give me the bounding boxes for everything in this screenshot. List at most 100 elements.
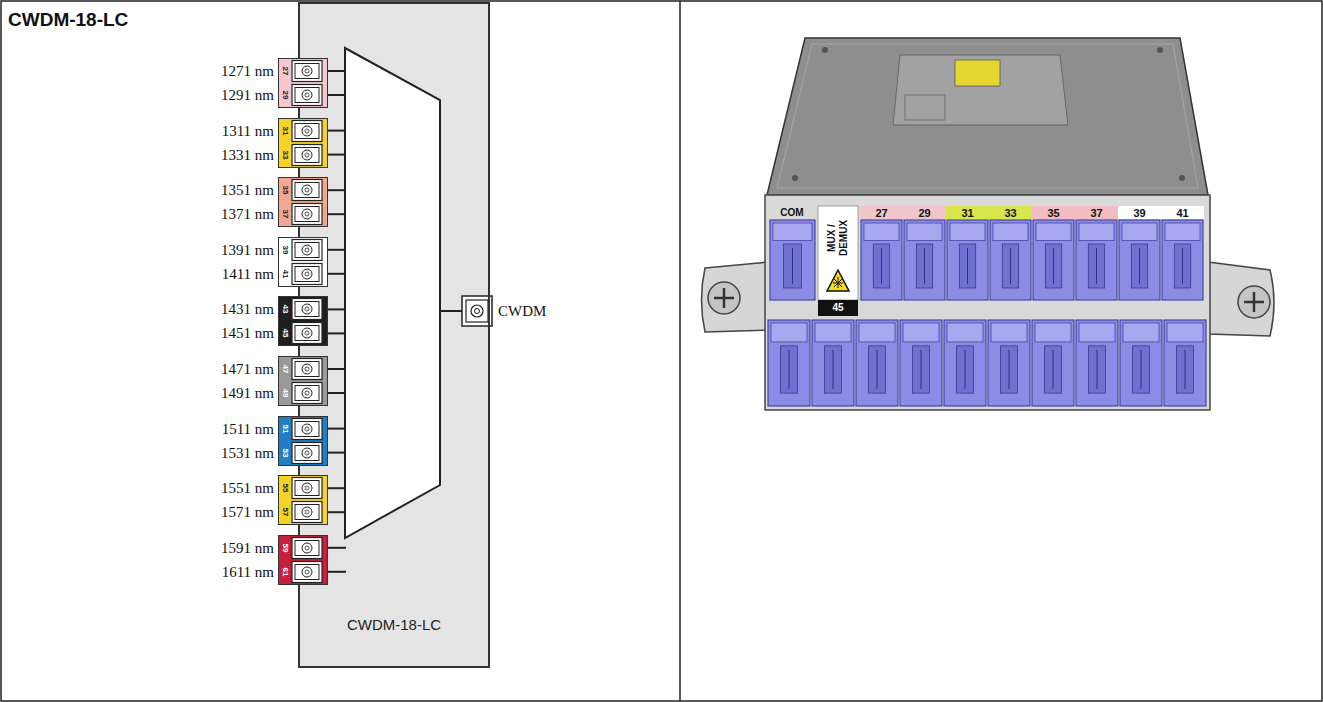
channel-number: 41 bbox=[280, 269, 289, 278]
lc-port bbox=[904, 220, 945, 300]
lc-bore bbox=[1131, 244, 1147, 288]
channel-number: 27 bbox=[280, 67, 289, 76]
lc-port bbox=[1119, 220, 1160, 300]
lc-latch bbox=[859, 323, 895, 342]
lc-latch bbox=[993, 223, 1028, 241]
lc-slot bbox=[921, 350, 922, 389]
lc-slot bbox=[1182, 248, 1183, 284]
lc-port bbox=[1120, 320, 1162, 406]
lc-bore bbox=[1002, 244, 1018, 288]
lc-bore bbox=[781, 346, 798, 393]
lc-slot bbox=[1141, 350, 1142, 389]
fiber-line bbox=[326, 511, 346, 513]
channel-number: 53 bbox=[280, 448, 289, 457]
lc-latch bbox=[1079, 223, 1114, 241]
lc-slot bbox=[1053, 350, 1054, 389]
lc-bore bbox=[959, 244, 975, 288]
lc-latch bbox=[815, 323, 851, 342]
lc-port bbox=[861, 220, 902, 300]
lc-slot bbox=[965, 350, 966, 389]
port-pair-block: 3133 bbox=[278, 118, 328, 168]
mux-trapezoid bbox=[345, 48, 440, 538]
lc-slot bbox=[877, 350, 878, 389]
lc-port bbox=[1033, 220, 1074, 300]
diagram-title: CWDM-18-LC bbox=[8, 9, 128, 31]
lc-latch bbox=[773, 223, 812, 241]
common-fiber bbox=[440, 310, 464, 312]
channel-number: 43 bbox=[280, 305, 289, 314]
wavelength-label: 1551 nm bbox=[221, 480, 274, 497]
wavelength-label: 1371 nm bbox=[221, 206, 274, 223]
lc-latch bbox=[1122, 223, 1157, 241]
cwdm-port bbox=[462, 296, 492, 326]
lc-slot bbox=[833, 350, 834, 389]
channel-number: 45 bbox=[832, 302, 843, 314]
fiber-lines bbox=[326, 71, 346, 572]
channel-number: 39 bbox=[1133, 207, 1145, 220]
fiber-line bbox=[326, 154, 346, 156]
fiber-line bbox=[326, 130, 346, 132]
channel-number: 49 bbox=[280, 389, 289, 398]
port-pair-block: 4749 bbox=[278, 356, 328, 406]
lc-port-icons bbox=[291, 536, 327, 584]
wavelength-label: 1351 nm bbox=[221, 182, 274, 199]
lc-latch bbox=[1167, 323, 1203, 342]
lc-bore bbox=[913, 346, 930, 393]
lc-slot bbox=[789, 350, 790, 389]
mux-demux-label: MUX / DEMUX bbox=[826, 218, 850, 258]
port-pair-block: 39 41 bbox=[278, 237, 328, 287]
channel-number: 29 bbox=[280, 91, 289, 100]
fiber-line bbox=[326, 308, 346, 310]
lc-bore bbox=[784, 244, 802, 288]
fiber-line bbox=[326, 392, 346, 394]
lc-port-icons bbox=[291, 297, 327, 345]
wavelength-label: 1491 nm bbox=[221, 385, 274, 402]
fiber-line bbox=[326, 571, 346, 573]
lc-bore bbox=[1088, 244, 1104, 288]
fiber-line bbox=[326, 368, 346, 370]
fiber-line bbox=[326, 332, 346, 334]
wavelength-label: 1591 nm bbox=[221, 539, 274, 556]
wavelength-label: 1411 nm bbox=[222, 265, 274, 282]
lc-port-icons bbox=[291, 178, 327, 226]
lc-port-icons bbox=[291, 417, 327, 465]
lc-latch bbox=[771, 323, 807, 342]
lc-slot bbox=[1185, 350, 1186, 389]
wavelength-label: 1571 nm bbox=[221, 504, 274, 521]
lc-slot bbox=[1096, 248, 1097, 284]
channel-number: 57 bbox=[280, 508, 289, 517]
lc-bore bbox=[957, 346, 974, 393]
lc-slot bbox=[1097, 350, 1098, 389]
channel-number: 41 bbox=[1176, 207, 1188, 220]
wavelength-label: 1391 nm bbox=[221, 241, 274, 258]
wavelength-label: 1331 nm bbox=[221, 146, 274, 163]
lc-slot bbox=[792, 248, 793, 284]
fiber-line bbox=[326, 213, 346, 215]
lc-latch bbox=[903, 323, 939, 342]
port-pair-block: 3537 bbox=[278, 177, 328, 227]
channel-number: 39 bbox=[280, 245, 289, 254]
port-label: COM bbox=[780, 207, 803, 219]
fiber-line bbox=[326, 249, 346, 251]
port-label: CWDM bbox=[498, 303, 546, 320]
wavelength-label: 1311 nm bbox=[222, 122, 274, 139]
channel-number: 37 bbox=[1090, 207, 1102, 220]
lc-port bbox=[812, 320, 854, 406]
lc-latch bbox=[1079, 323, 1115, 342]
lc-port-icons bbox=[291, 119, 327, 167]
lc-bore bbox=[873, 244, 889, 288]
lc-port bbox=[1076, 220, 1117, 300]
channel-number: 27 bbox=[875, 207, 887, 220]
channel-number: 55 bbox=[280, 484, 289, 493]
channel-number: 29 bbox=[918, 207, 930, 220]
lc-slot bbox=[1139, 248, 1140, 284]
lc-slot bbox=[881, 248, 882, 284]
fiber-line bbox=[326, 452, 346, 454]
wavelength-label: 1531 nm bbox=[221, 444, 274, 461]
lc-bore bbox=[916, 244, 932, 288]
port-pair-block: 5153 bbox=[278, 416, 328, 466]
lc-port bbox=[1162, 220, 1203, 300]
lc-latch bbox=[950, 223, 985, 241]
